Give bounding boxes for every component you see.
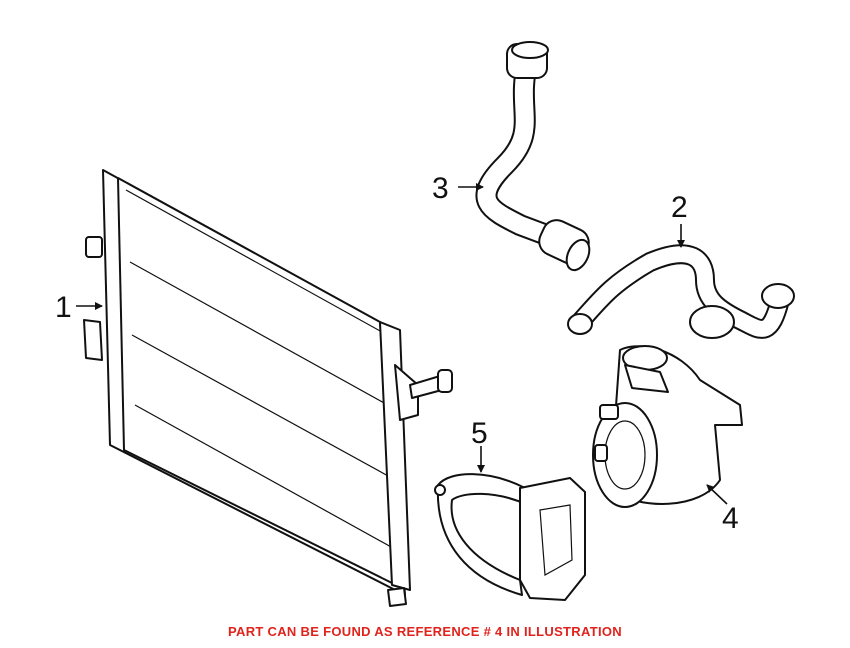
- callout-1-label: 1: [55, 291, 72, 324]
- water-pump-part: [592, 345, 743, 508]
- callout-4-label: 4: [722, 502, 739, 535]
- bracket-part: [434, 473, 586, 601]
- reference-note: PART CAN BE FOUND AS REFERENCE # 4 IN IL…: [228, 624, 622, 639]
- upper-hose-part: [475, 41, 591, 272]
- callout-5-label: 5: [471, 417, 488, 450]
- callout-3-label: 3: [432, 172, 449, 205]
- callout-4-arrow: [706, 484, 728, 505]
- callout-2-label: 2: [671, 191, 688, 224]
- radiator-part: [83, 169, 453, 607]
- lower-hose-part: [567, 244, 795, 339]
